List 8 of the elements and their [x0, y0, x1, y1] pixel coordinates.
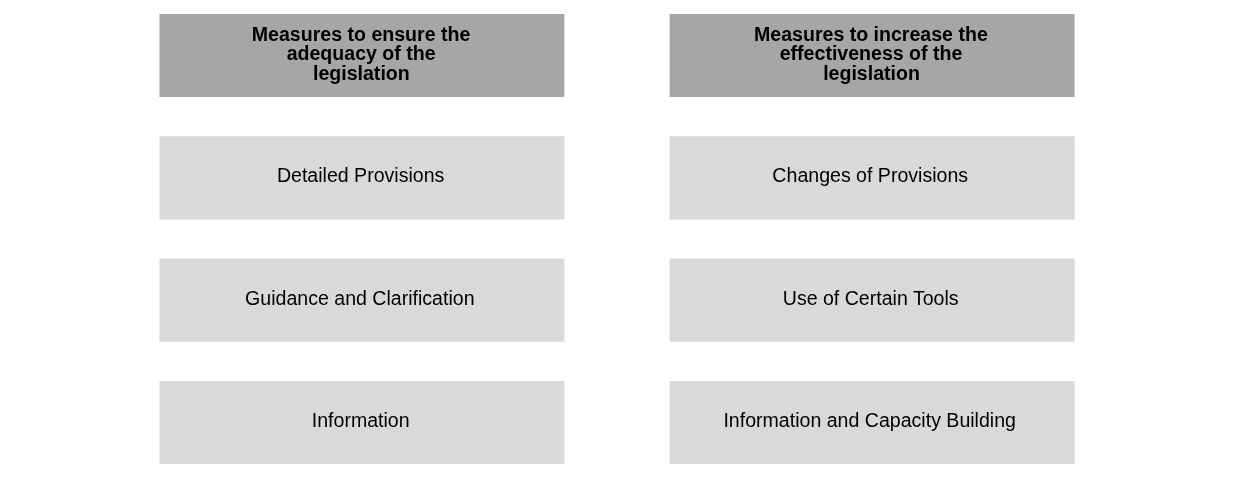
node-box: Detailed Provisions — [158, 135, 564, 219]
node-box: Information and Capacity Building — [669, 380, 1075, 464]
node-box: Information — [158, 380, 564, 464]
node-box: Guidance and Clarification — [158, 258, 564, 342]
node-box: Changes of Provisions — [669, 135, 1075, 219]
node-box: Measures to ensure the adequacy of the legislation — [158, 13, 564, 97]
node-box: Use of Certain Tools — [669, 258, 1075, 342]
node-box: Measures to increase the effectiveness of the legislation — [669, 13, 1075, 97]
